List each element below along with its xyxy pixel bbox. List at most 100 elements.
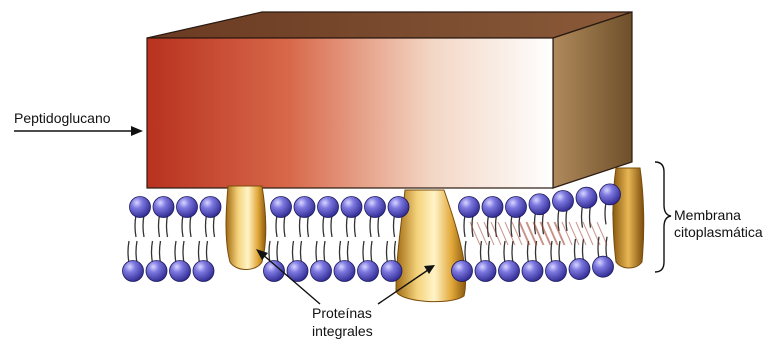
lipid-tail — [207, 241, 208, 263]
phospholipid-head — [576, 187, 597, 208]
lipid-tail — [136, 241, 137, 263]
phospholipid-head — [459, 197, 480, 218]
lipid-tail — [489, 241, 490, 263]
lipid-tail — [340, 241, 341, 263]
peptidoglycan-label: Peptidoglucano — [14, 110, 111, 127]
lipid-tail — [160, 241, 161, 263]
phospholipid-head — [146, 261, 167, 282]
lipid-tail — [566, 209, 567, 231]
phospholipid-head — [482, 197, 503, 218]
membrane-label-line2: citoplasmática — [674, 224, 763, 241]
phospholipid-head — [546, 261, 567, 282]
phospholipid-head — [529, 194, 550, 215]
lipid-tail — [159, 215, 160, 237]
phospholipid-head — [600, 184, 621, 205]
lipid-tail — [214, 215, 215, 237]
lipid-tail — [175, 241, 176, 263]
phospholipid-head — [553, 190, 574, 211]
phospholipid-head — [200, 197, 221, 218]
phospholipid-head — [123, 261, 144, 282]
phospholipid-head — [294, 197, 315, 218]
peptidoglycan-top-face — [147, 12, 632, 38]
lipid-tail — [511, 215, 512, 237]
lipid-tail — [464, 215, 465, 237]
membrane-label-line1: Membrana — [674, 207, 741, 224]
peptidoglycan-side-face — [553, 12, 632, 188]
peptidoglycan-front-face — [147, 38, 553, 188]
lipid-tail — [324, 241, 325, 263]
lipid-tail — [143, 215, 144, 237]
membrane-brace — [655, 162, 671, 272]
lipid-tail — [316, 241, 317, 263]
integral-protein-left — [226, 186, 266, 270]
lipid-tail — [519, 215, 520, 237]
lipid-tail — [582, 206, 583, 228]
lipid-tail — [465, 241, 466, 263]
lipid-tail — [543, 212, 544, 234]
phospholipid-head — [271, 197, 292, 218]
phospholipid-head — [334, 261, 355, 282]
lipid-tail — [371, 241, 372, 263]
phospholipid-head — [177, 197, 198, 218]
lipid-tail — [206, 215, 207, 237]
lipid-tail — [183, 241, 184, 263]
lipid-tail — [293, 241, 294, 263]
lipid-tail — [394, 215, 395, 237]
phospholipid-head — [358, 261, 379, 282]
lipid-tail — [199, 241, 200, 263]
phospholipid-head — [153, 197, 174, 218]
lipid-tail — [606, 237, 607, 259]
phospholipid-head — [569, 259, 590, 280]
lipid-tail — [605, 202, 606, 224]
phospholipid-head — [475, 261, 496, 282]
phospholipid-head — [311, 261, 332, 282]
phospholipid-head — [593, 256, 614, 277]
phospholipid-head — [452, 261, 473, 282]
lipid-tail — [182, 215, 183, 237]
phospholipid-head — [388, 197, 409, 218]
lipid-tail — [395, 241, 396, 263]
lipid-tail — [135, 215, 136, 237]
integral-protein-right — [613, 168, 644, 268]
phospholipid-head — [499, 261, 520, 282]
lipid-tail — [308, 215, 309, 237]
proteins-label-line1: Proteínas — [312, 305, 372, 322]
lipid-tail — [347, 215, 348, 237]
lipid-tail — [378, 215, 379, 237]
lipid-tail — [276, 215, 277, 237]
phospholipid-head — [381, 261, 402, 282]
peptidoglycan-layer — [147, 12, 632, 188]
lipid-tail — [152, 241, 153, 263]
lipid-tail — [363, 241, 364, 263]
lipid-tail — [370, 215, 371, 237]
lipid-tail — [323, 215, 324, 237]
lipid-tail — [300, 215, 301, 237]
lipid-tail — [284, 215, 285, 237]
phospholipid-head — [341, 197, 362, 218]
lipid-tail — [167, 215, 168, 237]
phospholipid-head — [318, 197, 339, 218]
lipid-tail — [277, 241, 278, 263]
lipid-tail — [512, 241, 513, 263]
lipid-tail — [355, 215, 356, 237]
lipid-tail — [128, 241, 129, 263]
phospholipid-head — [170, 261, 191, 282]
peptidoglycan-arrow — [14, 126, 143, 136]
lipid-tail — [387, 241, 388, 263]
lipid-tail — [590, 206, 591, 228]
lipid-tail — [558, 209, 559, 231]
lipid-tail — [583, 239, 584, 261]
lipid-tail — [348, 241, 349, 263]
lipid-tail — [488, 215, 489, 237]
lipid-tail — [190, 215, 191, 237]
lipid-tail — [331, 215, 332, 237]
phospholipid-head — [506, 197, 527, 218]
lipid-tail — [504, 241, 505, 263]
phospholipid-head — [130, 197, 151, 218]
lipid-tail — [481, 241, 482, 263]
lipid-tail — [575, 239, 576, 261]
phospholipid-head — [193, 261, 214, 282]
phospholipid-head — [365, 197, 386, 218]
